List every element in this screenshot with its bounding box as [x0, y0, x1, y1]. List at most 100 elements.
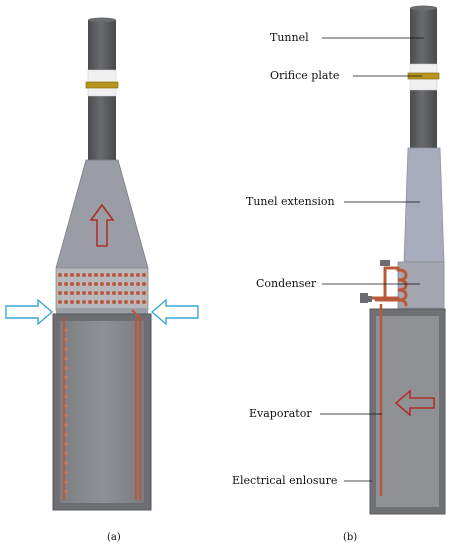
evaporator-tubes-a [63, 309, 141, 500]
condenser-tube [70, 291, 74, 295]
condenser-tube [94, 291, 98, 295]
condenser-tube [58, 273, 62, 277]
condenser-tube [106, 282, 110, 286]
condenser-tube [76, 300, 80, 304]
panel-a [5, 17, 199, 511]
evaporator-fin [64, 413, 68, 418]
label-orifice-plate: Orifice plate [270, 69, 340, 82]
condenser-tube [64, 273, 68, 277]
label-tunnel: Tunnel [270, 31, 309, 44]
condenser-tube [130, 282, 134, 286]
condenser-tube [106, 273, 110, 277]
condenser-tube [70, 300, 74, 304]
condenser-tube [130, 300, 134, 304]
condenser-tube [76, 273, 80, 277]
condenser-tube [70, 282, 74, 286]
condenser-tube [76, 282, 80, 286]
evaporator-fin [64, 385, 68, 389]
condenser-tube [88, 291, 92, 295]
condenser-tube [58, 300, 62, 304]
condenser-tube [88, 282, 92, 286]
condenser-tube [100, 291, 104, 295]
condenser-tube [112, 300, 116, 304]
enclosure-inner-a [60, 321, 144, 503]
condenser-tube [118, 291, 122, 295]
condenser-tube [82, 273, 86, 277]
condenser-tube [106, 291, 110, 295]
condenser-tube [136, 282, 140, 286]
condenser-valves-b [360, 260, 390, 303]
condenser-tube [142, 300, 146, 304]
condenser-tube [106, 300, 110, 304]
condenser-tube [58, 282, 62, 286]
condenser-tube [136, 273, 140, 277]
condenser-tube [82, 282, 86, 286]
condenser-coil-tubes-a [58, 273, 146, 304]
condenser-tube [88, 300, 92, 304]
condenser-pipes-b [366, 266, 408, 307]
condenser-tube [88, 273, 92, 277]
panel-b [320, 5, 446, 515]
condenser-tube [82, 291, 86, 295]
evaporator-fin [64, 423, 68, 427]
tunnel-extension-a [55, 159, 149, 269]
condenser-tube [142, 273, 146, 277]
enclosure-inner-b [376, 316, 439, 507]
label-tunnel-extension: Tunel extension [246, 195, 335, 208]
condenser-tube [94, 273, 98, 277]
condenser-tube [100, 282, 104, 286]
evaporator-fin [64, 451, 68, 456]
caption-b: (b) [343, 532, 358, 543]
condenser-tube [58, 291, 62, 295]
condenser-tube [76, 291, 80, 295]
airflow-right-inlet-arrow [150, 298, 199, 326]
airflow-left-inlet-arrow [5, 298, 54, 326]
condenser-tube [82, 300, 86, 304]
evaporator-fin [64, 470, 68, 475]
condenser-tube [64, 291, 68, 295]
condenser-tube [94, 282, 98, 286]
evaporator-fins-a [64, 328, 68, 494]
condenser-tube [118, 282, 122, 286]
evaporator-fin [64, 356, 68, 361]
condenser-tube [94, 300, 98, 304]
condenser-tube [100, 273, 104, 277]
evaporator-fin [64, 432, 68, 437]
orifice-ring-a [85, 81, 119, 89]
condenser-tube [130, 291, 134, 295]
evaporator-fin [64, 480, 68, 484]
condenser-tube [142, 282, 146, 286]
condenser-tube [70, 273, 74, 277]
airflow-up-arrow [89, 203, 115, 247]
condenser-tube [124, 282, 128, 286]
evaporator-fin [64, 366, 68, 370]
evaporator-fin [64, 394, 68, 399]
evaporator-fin [64, 442, 68, 446]
condenser-tube [130, 273, 134, 277]
label-evaporator: Evaporator [249, 407, 312, 420]
label-condenser: Condenser [256, 277, 317, 290]
evaporator-fin [64, 347, 68, 351]
condenser-tube [64, 300, 68, 304]
evaporator-fin [64, 375, 68, 380]
caption-a: (a) [107, 532, 121, 543]
condenser-tube [136, 291, 140, 295]
evaporator-fin [64, 328, 68, 332]
evaporator-fin [64, 461, 68, 465]
evaporator-fin [64, 489, 68, 494]
airflow-left-arrow-b [394, 389, 435, 417]
evaporator-fin [64, 404, 68, 408]
condenser-tube [112, 282, 116, 286]
condenser-tube [112, 273, 116, 277]
condenser-tube [124, 291, 128, 295]
label-electrical-enclosure: Electrical enlosure [232, 474, 338, 487]
condenser-tube [142, 291, 146, 295]
condenser-tube [124, 300, 128, 304]
condenser-tube [64, 282, 68, 286]
condenser-tube [118, 273, 122, 277]
condenser-tube [118, 300, 122, 304]
tunnel-extension-b [403, 147, 445, 263]
condenser-tube [124, 273, 128, 277]
condenser-tube [136, 300, 140, 304]
